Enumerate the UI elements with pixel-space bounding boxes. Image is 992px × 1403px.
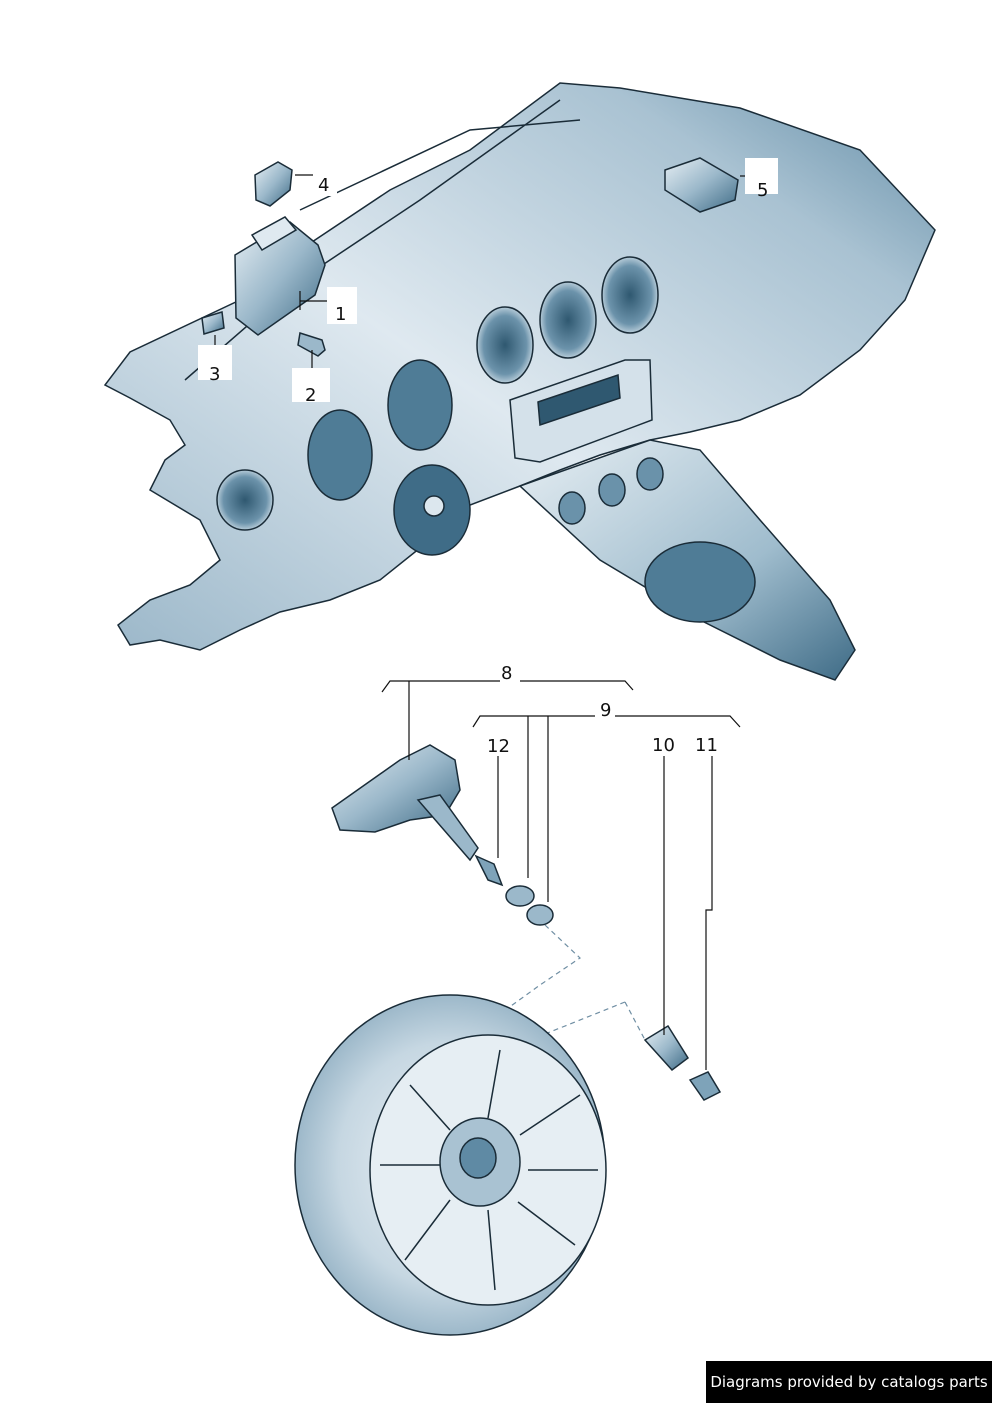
steering-hub-center [423, 495, 445, 517]
wheel-center-bore [459, 1137, 497, 1179]
assembly-line-sensor [449, 924, 581, 1051]
valve-cap-part [688, 1071, 722, 1101]
valve-core-part [474, 854, 504, 887]
console-knob-1 [558, 491, 586, 525]
callout-3: 3 [209, 364, 220, 385]
console-knob-3 [636, 457, 664, 491]
callout-9: 9 [600, 700, 611, 721]
callout-11: 11 [695, 735, 718, 756]
callout-1: 1 [335, 304, 346, 325]
callout-5: 5 [757, 180, 768, 201]
callout-4: 4 [318, 175, 329, 196]
wheel-rim [294, 994, 607, 1336]
seal-ring-part [505, 885, 535, 907]
callout-10: 10 [652, 735, 675, 756]
callout-2: 2 [305, 385, 316, 406]
dashboard [103, 82, 936, 681]
grommet-part [526, 904, 554, 926]
wheel-spokes [380, 1049, 598, 1291]
console-knob-2 [598, 473, 626, 507]
control-unit [234, 221, 326, 336]
gauge-left [307, 409, 373, 501]
bracket-part [254, 161, 293, 207]
dashboard-top-pad [184, 99, 581, 381]
gauge-right [387, 359, 453, 451]
clip-part [201, 311, 225, 335]
credit-banner: Diagrams provided by catalogs parts [706, 1361, 992, 1403]
valve-nut-part [643, 1024, 690, 1072]
callout-12: 12 [487, 736, 510, 757]
radio-display [537, 373, 621, 427]
callout-labels: 4 1 3 2 5 8 9 12 10 11 [198, 158, 778, 757]
cup-holder [644, 541, 756, 623]
air-vent-1 [476, 306, 534, 384]
air-vent-left [216, 469, 274, 531]
air-vent-3 [601, 256, 659, 334]
leader-lines [214, 174, 755, 1070]
switch-part [664, 157, 739, 213]
air-vent-2 [539, 281, 597, 359]
control-unit-connector [250, 216, 298, 252]
tpms-sensor-stem [416, 794, 479, 862]
callout-8: 8 [501, 663, 512, 684]
bolt-part [297, 332, 326, 357]
